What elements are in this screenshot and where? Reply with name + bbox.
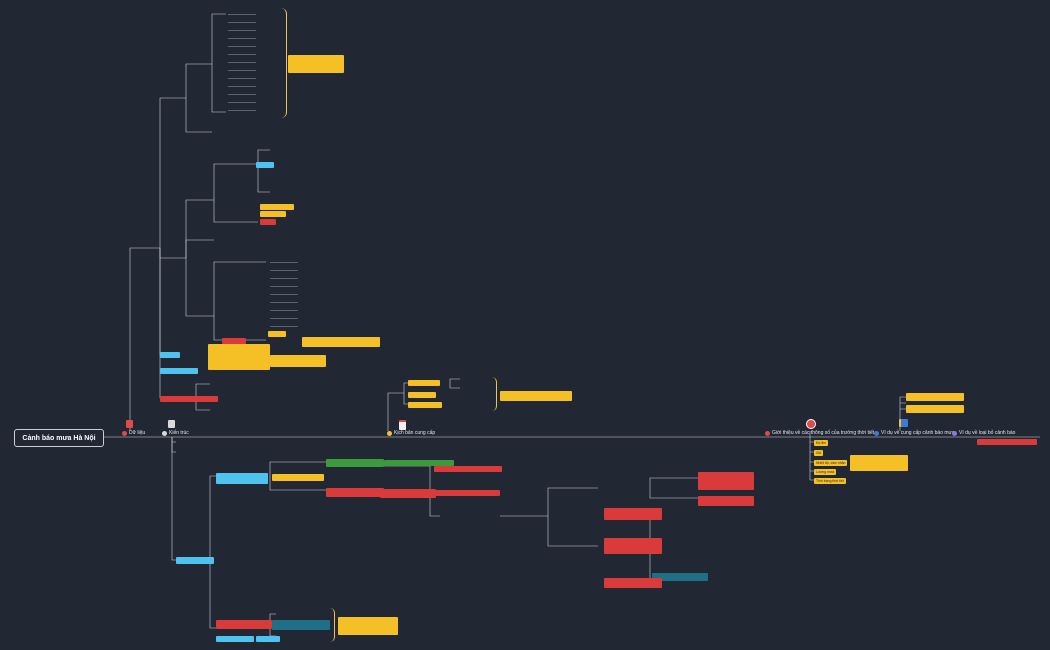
branch-label: Ví dụ về loại bỏ cảnh báo <box>959 430 1016 436</box>
scenario-box[interactable] <box>408 402 442 408</box>
data-node[interactable] <box>256 162 274 168</box>
branch-kien-truc[interactable]: Kiến trúc <box>162 430 189 436</box>
leaf-stroke <box>270 286 298 287</box>
param-temperature[interactable]: Nhiệt độ, cảm nhận <box>814 460 848 466</box>
scenario-note <box>500 391 572 401</box>
book-icon <box>899 419 908 427</box>
param-humidity[interactable]: Độ ẩm <box>814 440 828 446</box>
arch-node[interactable] <box>434 466 502 472</box>
leaf-stroke <box>270 318 298 319</box>
root-label: Cảnh báo mưa Hà Nội <box>22 434 96 442</box>
param-rainfall[interactable]: Lượng mưa <box>814 469 837 475</box>
branch-kich-ban[interactable]: Kịch bản cung cấp <box>387 430 435 436</box>
arch-node[interactable] <box>326 459 384 467</box>
branch-vi-du-cung-cap[interactable]: Ví dụ về cung cấp cảnh báo mưa <box>874 430 955 436</box>
branch-dot <box>122 430 127 436</box>
leaf-stroke <box>228 54 256 55</box>
leaf-stroke <box>228 102 256 103</box>
param-wind[interactable]: Gió <box>814 450 824 456</box>
branch-dot <box>162 430 167 436</box>
arch-brace <box>330 608 335 642</box>
branch-dot <box>952 430 957 436</box>
leaf-stroke <box>228 46 256 47</box>
data-node[interactable] <box>160 368 198 374</box>
arch-node[interactable] <box>216 620 272 629</box>
arch-node[interactable] <box>604 538 662 554</box>
data-note <box>208 344 270 370</box>
remove-example-box[interactable] <box>977 439 1037 445</box>
leaf-stroke <box>270 326 298 327</box>
arch-node[interactable] <box>326 488 384 497</box>
arch-node[interactable] <box>652 573 708 581</box>
example-box[interactable] <box>906 405 964 413</box>
arch-node[interactable] <box>216 636 254 642</box>
branch-label: Kiến trúc <box>169 430 189 436</box>
arch-node[interactable] <box>434 490 500 496</box>
calendar-icon <box>399 420 406 430</box>
leaf-stroke <box>228 110 256 111</box>
data-node[interactable] <box>260 219 276 225</box>
leaf-stroke <box>270 310 298 311</box>
root-node[interactable]: Cảnh báo mưa Hà Nội <box>14 429 104 447</box>
leaf-stroke <box>228 30 256 31</box>
leaf-stroke <box>228 22 256 23</box>
leaf-stroke <box>270 278 298 279</box>
branch-label: Giới thiệu về các thông số của trường th… <box>772 430 875 436</box>
branch-label: Kịch bản cung cấp <box>394 430 436 436</box>
data-note <box>302 337 380 347</box>
branch-dot <box>387 430 392 436</box>
branch-label: Dữ liệu <box>129 430 146 436</box>
branch-gioi-thieu[interactable]: Giới thiệu về các thông số của trường th… <box>765 430 874 436</box>
leaf-stroke <box>270 302 298 303</box>
leaf-stroke <box>270 262 298 263</box>
data-node[interactable] <box>160 352 180 358</box>
leaf-stroke <box>228 78 256 79</box>
scenario-box[interactable] <box>408 380 440 386</box>
param-note <box>850 455 908 471</box>
scenario-brace <box>492 377 497 411</box>
arch-node[interactable] <box>698 496 754 506</box>
branch-dot <box>765 430 770 436</box>
target-icon <box>806 419 816 429</box>
data-node[interactable] <box>260 211 286 217</box>
branch-vi-du-loai-bo[interactable]: Ví dụ về loại bỏ cảnh báo <box>952 430 1015 436</box>
arch-note <box>338 617 398 635</box>
branch-label: Ví dụ về cung cấp cảnh báo mưa <box>881 430 955 436</box>
leaf-stroke <box>228 70 256 71</box>
arch-node[interactable] <box>272 474 324 481</box>
branch-dot <box>874 430 879 436</box>
example-box[interactable] <box>906 393 964 401</box>
arch-node[interactable] <box>604 508 662 520</box>
leaf-stroke <box>270 270 298 271</box>
arch-node[interactable] <box>216 473 268 484</box>
data-node[interactable] <box>160 396 218 402</box>
data-note <box>288 55 344 73</box>
data-brace <box>280 8 287 118</box>
branch-du-lieu[interactable]: Dữ liệu <box>122 430 145 436</box>
blueprint-icon <box>168 420 175 428</box>
leaf-stroke <box>228 62 256 63</box>
leaf-stroke <box>228 94 256 95</box>
data-node[interactable] <box>260 204 294 210</box>
param-condition[interactable]: Tình trạng thời tiết <box>814 478 846 484</box>
arch-node[interactable] <box>272 620 330 630</box>
data-node[interactable] <box>222 338 246 344</box>
scenario-box[interactable] <box>408 392 436 398</box>
data-node[interactable] <box>268 331 286 337</box>
arch-node[interactable] <box>698 472 754 490</box>
leaf-stroke <box>228 86 256 87</box>
data-note <box>270 355 326 367</box>
arch-node[interactable] <box>384 460 454 466</box>
leaf-stroke <box>228 38 256 39</box>
arch-node[interactable] <box>380 489 436 498</box>
arch-node[interactable] <box>256 636 280 642</box>
leaf-stroke <box>228 14 256 15</box>
document-icon <box>126 420 133 428</box>
leaf-stroke <box>270 294 298 295</box>
arch-node[interactable] <box>176 557 214 564</box>
arch-node[interactable] <box>604 578 662 588</box>
